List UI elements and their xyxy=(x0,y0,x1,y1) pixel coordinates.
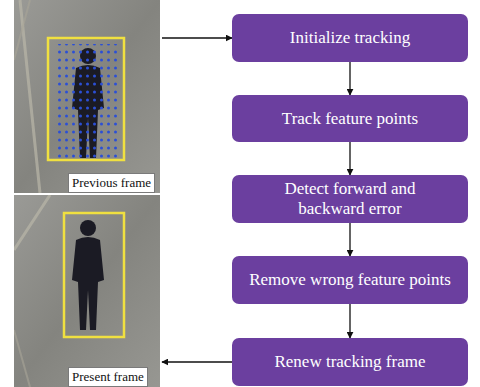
flow-arrow xyxy=(162,37,232,38)
photo-frame: Previous frame xyxy=(14,0,160,193)
flow-arrow xyxy=(349,223,350,256)
process-box: Remove wrong feature points xyxy=(232,256,468,304)
process-box: Renew tracking frame xyxy=(232,338,468,386)
process-label: Initialize tracking xyxy=(290,28,410,48)
present-frame-photo xyxy=(14,195,160,387)
process-label: Track feature points xyxy=(282,109,418,129)
frame-label: Previous frame xyxy=(68,173,155,193)
flow-arrow xyxy=(349,142,350,175)
previous-frame-photo xyxy=(14,0,160,193)
process-box: Detect forward and backward error xyxy=(232,175,468,223)
flow-arrow xyxy=(162,361,232,362)
process-box: Initialize tracking xyxy=(232,14,468,62)
process-box: Track feature points xyxy=(232,95,468,142)
process-label: Renew tracking frame xyxy=(274,352,425,372)
photo-frame: Present frame xyxy=(14,195,160,387)
process-label: Detect forward and backward error xyxy=(265,179,435,218)
flow-arrow xyxy=(349,304,350,338)
frame-label: Present frame xyxy=(68,367,148,387)
process-label: Remove wrong feature points xyxy=(249,270,451,290)
flow-arrow xyxy=(349,62,350,95)
